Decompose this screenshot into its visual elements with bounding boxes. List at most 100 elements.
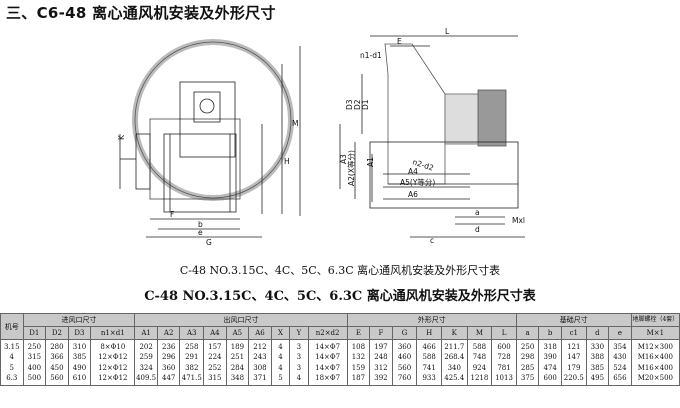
casing-body <box>149 118 241 200</box>
label-A2: A2(X等分) <box>346 150 356 186</box>
label-A3: A3 <box>339 154 348 164</box>
col-n1d1: n1×d1 <box>90 326 136 340</box>
col-G: G <box>391 326 418 340</box>
label-E: E <box>397 37 402 46</box>
dimension-table: 机号 进风口尺寸 出风口尺寸 外形尺寸 基础尺寸 地脚螺栓（4套） D1 D2 … <box>0 313 680 386</box>
table-cell: 8×Φ10 12×Φ12 12×Φ12 12×Φ12 <box>90 339 136 386</box>
bearing-box <box>193 91 221 123</box>
col-A5: A5 <box>225 326 250 340</box>
table-caption: C-48 NO.3.15C、4C、5C、6.3C 离心通风机安装及外形尺寸表 <box>144 289 536 304</box>
col-c1: c1 <box>560 326 587 340</box>
col-H: H <box>416 326 442 340</box>
label-Mxl: Mxl <box>512 216 525 225</box>
table-cell: 258 291 382 471.5 <box>179 339 205 386</box>
table-cell: 211.7 268.4 340 425.4 <box>440 339 468 386</box>
col-K: K <box>440 326 468 340</box>
table-cell: 588 748 924 1218 <box>466 339 493 386</box>
table-cell: 197 248 312 392 <box>369 339 393 386</box>
col-F: F <box>369 326 393 340</box>
fan-casing-outline <box>132 39 294 201</box>
group-inlet: 进风口尺寸 <box>22 313 136 327</box>
table-subheader-row: D1 D2 D3 n1×d1 A1 A2 A3 A4 A5 A6 X Y n2×… <box>1 326 680 340</box>
table-cell: 157 224 252 315 <box>203 339 227 386</box>
col-D3: D3 <box>67 326 92 340</box>
label-c: c <box>430 236 434 245</box>
label-b: b <box>198 220 203 229</box>
label-D3: D3 <box>345 99 354 110</box>
table-cell: 250 315 400 500 <box>22 339 47 386</box>
table-cell: 466 588 741 933 <box>416 339 442 386</box>
table-cell: M12×300 M16×400 M16×400 M20×500 <box>630 339 680 386</box>
table-cell: 202 259 324 409.5 <box>134 339 158 386</box>
col-A3: A3 <box>179 326 205 340</box>
table-cell: 108 132 159 187 <box>346 339 371 386</box>
group-outlet: 出风口尺寸 <box>134 313 348 327</box>
drawing-labels: n1-d1 E L D3 D2 D1 K M H F b e G A3 A2(X… <box>117 27 525 247</box>
col-b: b <box>538 326 562 340</box>
col-a: a <box>515 326 540 340</box>
table-header-group-row: 机号 进风口尺寸 出风口尺寸 外形尺寸 基础尺寸 地脚螺栓（4套） <box>0 313 680 340</box>
label-M: M <box>292 119 298 128</box>
col-Y: Y <box>289 326 309 340</box>
side-base-frame <box>369 141 519 209</box>
col-A2: A2 <box>156 326 181 340</box>
col-model: 机号 <box>0 313 24 340</box>
col-E: E <box>346 326 371 340</box>
label-D2: D2 <box>353 99 362 110</box>
col-A1: A1 <box>134 326 158 340</box>
dimension-table-wrap: 机号 进风口尺寸 出风口尺寸 外形尺寸 基础尺寸 地脚螺栓（4套） D1 D2 … <box>0 313 680 386</box>
col-X: X <box>270 326 291 340</box>
table-cell: 354 430 524 656 <box>608 339 632 386</box>
col-D2: D2 <box>45 326 69 340</box>
outlet-flange <box>135 133 151 190</box>
label-F: F <box>170 210 174 219</box>
table-cell: 600 728 781 1013 <box>491 339 517 386</box>
table-cell: 236 296 360 447 <box>156 339 181 386</box>
label-L: L <box>445 27 450 36</box>
col-A4: A4 <box>203 326 227 340</box>
label-A5: A5(Y等分) <box>400 177 435 187</box>
label-K: K <box>117 134 126 140</box>
table-cell: 189 251 284 348 <box>225 339 250 386</box>
label-a: a <box>475 208 480 217</box>
page-title: 三、C6-48 离心通风机安装及外形尺寸 <box>6 4 276 22</box>
table-cell: 318 390 474 600 <box>538 339 562 386</box>
label-D1: D1 <box>361 99 370 110</box>
col-D1: D1 <box>22 326 47 340</box>
table-cell: 310 385 490 610 <box>67 339 92 386</box>
label-n1d1: n1-d1 <box>360 51 382 60</box>
group-bolt: 地脚螺栓（4套） <box>630 313 680 327</box>
group-outline: 外形尺寸 <box>346 313 517 327</box>
label-d: d <box>475 225 480 234</box>
label-G: G <box>206 238 212 247</box>
table-cell: 121 147 179 220.5 <box>560 339 587 386</box>
technical-drawing-svg: n1-d1 E L D3 D2 D1 K M H F b e G A3 A2(X… <box>117 27 525 247</box>
fan-installation-drawing: n1-d1 E L D3 D2 D1 K M H F b e G A3 A2(X… <box>0 24 680 254</box>
label-H: H <box>284 157 290 166</box>
col-A6: A6 <box>248 326 272 340</box>
table-cell: 14×Φ7 14×Φ7 14×Φ7 18×Φ7 <box>307 339 348 386</box>
table-cell: 360 460 560 760 <box>391 339 418 386</box>
col-n2d2: n2×d2 <box>307 326 348 340</box>
col-d: d <box>585 326 610 340</box>
motor-bracket <box>179 81 236 158</box>
table-cell: 4 4 4 5 <box>270 339 291 386</box>
drawing-caption: C-48 NO.3.15C、4C、5C、6.3C 离心通风机安装及外形尺寸表 <box>179 264 501 277</box>
label-A4: A4 <box>408 167 418 176</box>
label-e: e <box>198 228 203 237</box>
label-A6: A6 <box>408 190 418 199</box>
col-e: e <box>608 326 632 340</box>
table-cell: 3 3 3 4 <box>289 339 309 386</box>
table-cell: 250 298 285 375 <box>515 339 540 386</box>
base-frame <box>163 133 237 213</box>
group-base: 基础尺寸 <box>515 313 632 327</box>
table-cell: 212 243 308 371 <box>248 339 272 386</box>
col-L: L <box>491 326 517 340</box>
col-M: M <box>466 326 493 340</box>
table-cell: 280 366 450 560 <box>45 339 69 386</box>
table-cell: 330 388 385 495 <box>585 339 610 386</box>
cell-model: 3.15 4 5 6.3 <box>0 339 24 386</box>
col-Mx1: M×1 <box>630 326 680 340</box>
label-A1: A1 <box>366 157 375 167</box>
